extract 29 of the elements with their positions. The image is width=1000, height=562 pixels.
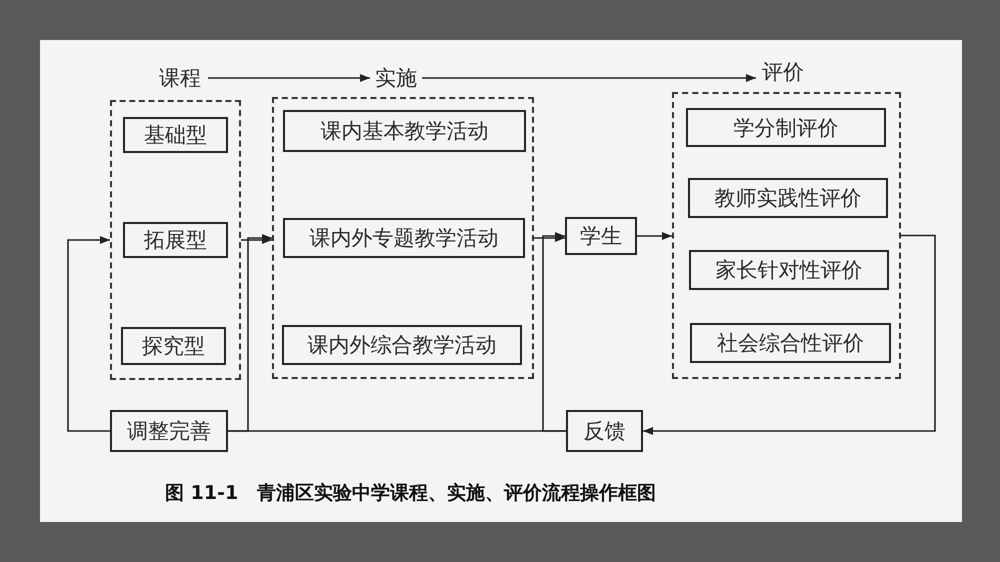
process-box: 教师实践性评价 xyxy=(688,178,888,218)
arrow xyxy=(637,232,672,240)
arrow xyxy=(67,236,110,432)
process-box: 学生 xyxy=(565,217,637,255)
process-box: 课内外专题教学活动 xyxy=(283,218,525,258)
arrow xyxy=(241,236,272,244)
process-box: 课内外综合教学活动 xyxy=(282,325,522,365)
dashed-frame xyxy=(110,100,241,380)
stage-label: 评价 xyxy=(756,58,810,86)
arrow xyxy=(228,234,272,432)
process-box: 探究型 xyxy=(121,327,226,365)
arrow xyxy=(542,232,566,432)
process-box: 社会综合性评价 xyxy=(690,323,891,363)
process-box: 调整完善 xyxy=(110,410,228,452)
figure-caption: 图 11-1 青浦区实验中学课程、实施、评价流程操作框图 xyxy=(165,481,656,506)
process-box: 反馈 xyxy=(566,410,643,452)
arrow xyxy=(643,234,936,435)
dashed-frame xyxy=(272,97,534,379)
stage-label: 课程 xyxy=(152,64,208,92)
process-box: 基础型 xyxy=(123,117,228,153)
process-box: 课内基本教学活动 xyxy=(283,110,526,152)
arrow xyxy=(208,74,370,82)
process-box: 学分制评价 xyxy=(686,108,886,147)
arrow xyxy=(422,74,756,82)
stage-label: 实施 xyxy=(370,64,422,92)
dashed-frame xyxy=(672,92,901,379)
process-box: 拓展型 xyxy=(123,222,228,258)
arrow xyxy=(534,234,565,242)
process-box: 家长针对性评价 xyxy=(689,250,889,290)
